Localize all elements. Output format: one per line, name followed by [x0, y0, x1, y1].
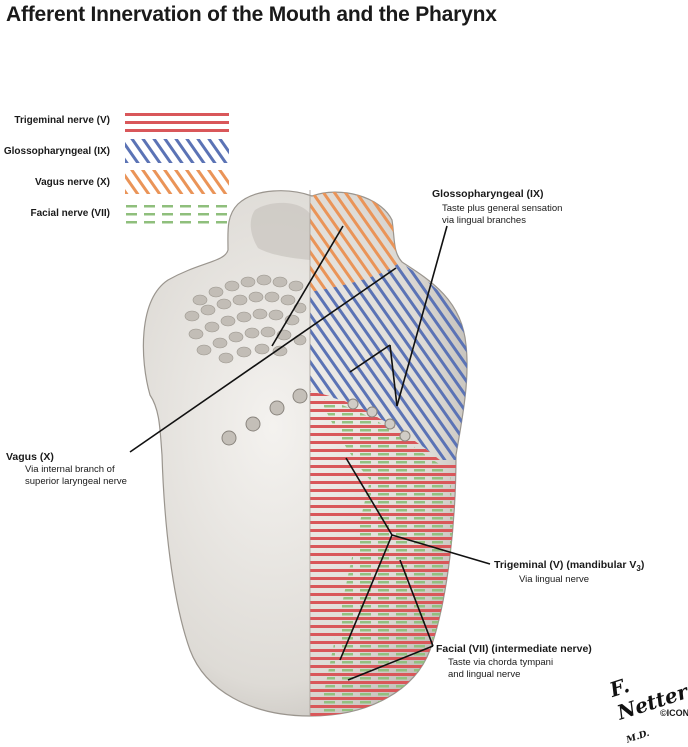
label-trigeminal-title: Trigeminal (V) (mandibular V3)	[494, 559, 645, 574]
glossopharyngeal-zone	[310, 262, 468, 460]
leader-lines	[129, 225, 491, 681]
label-vagus-title: Vagus (X)	[6, 451, 54, 463]
legend-swatch-trigeminal	[125, 108, 229, 132]
epiglottis	[250, 202, 310, 260]
label-vagus-line1: Via internal branch of	[25, 464, 115, 475]
label-glossopharyngeal-line1: Taste plus general sensation	[442, 203, 563, 214]
facial-zone	[320, 398, 455, 712]
vagus-zone	[310, 190, 400, 292]
label-vagus-line2: superior laryngeal nerve	[25, 476, 127, 487]
legend-swatch-vagus	[125, 170, 229, 194]
tongue-diagram	[125, 108, 491, 717]
label-facial-line2: and lingual nerve	[448, 669, 521, 680]
icon-logo: ©ICON	[660, 708, 688, 718]
label-facial-line1: Taste via chorda tympani	[448, 657, 554, 668]
legend-label-glossopharyngeal: Glossopharyngeal (IX)	[3, 146, 110, 157]
vallate-papillae	[221, 388, 308, 446]
legend-label-facial: Facial nerve (VII)	[30, 208, 110, 219]
legend-label-vagus: Vagus nerve (X)	[34, 177, 110, 188]
label-trigeminal-line1: Via lingual nerve	[519, 574, 590, 585]
legend-swatch-glossopharyngeal	[125, 139, 229, 163]
lingual-tonsil	[184, 274, 307, 364]
vallate-papillae-right	[347, 398, 411, 442]
label-glossopharyngeal-title: Glossopharyngeal (IX)	[432, 188, 544, 200]
legend-label-trigeminal: Trigeminal nerve (V)	[14, 115, 110, 126]
page-title: Afferent Innervation of the Mouth and th…	[6, 3, 497, 26]
legend-swatch-facial	[125, 201, 229, 225]
label-glossopharyngeal-line2: via lingual branches	[442, 215, 526, 226]
label-facial-title: Facial (VII) (intermediate nerve)	[436, 643, 592, 655]
